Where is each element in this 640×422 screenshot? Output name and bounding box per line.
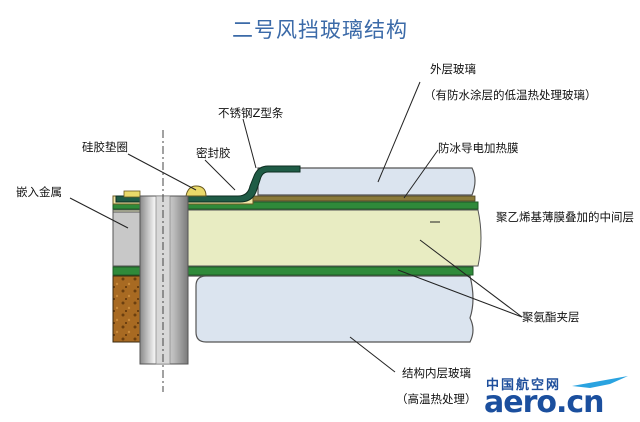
label-anti-ice-film: 防冰导电加热膜 bbox=[438, 141, 519, 155]
plane-icon bbox=[572, 376, 628, 388]
label-embedded-metal: 嵌入金属 bbox=[16, 185, 62, 199]
label-stainless-strip: 不锈钢Z型条 bbox=[218, 106, 284, 120]
inner-glass-layer bbox=[113, 275, 474, 343]
label-outer-glass-note: （有防水涂层的低温热处理玻璃） bbox=[424, 88, 597, 102]
stainless-z-strip bbox=[115, 165, 301, 203]
label-pu-interlayer: 聚氨酯夹层 bbox=[522, 310, 580, 324]
silicone-pad-shape bbox=[185, 185, 207, 197]
label-inner-glass: 结构内层玻璃 bbox=[402, 366, 471, 380]
logo-chinese: 中国航空网 bbox=[486, 378, 562, 393]
leader-lines bbox=[69, 81, 523, 373]
pvb-interlayer bbox=[112, 209, 482, 267]
pu-layer-lower bbox=[112, 266, 474, 276]
diagram-title: 二号风挡玻璃结构 bbox=[232, 18, 408, 42]
label-inner-glass-note: （高温热处理） bbox=[396, 392, 477, 406]
label-outer-glass: 外层玻璃 bbox=[430, 62, 476, 76]
label-pvb-interlayer: 聚乙烯基薄膜叠加的中间层 bbox=[496, 210, 634, 224]
label-silicone-pad: 硅胶垫圈 bbox=[82, 140, 128, 154]
anti-ice-film-layer bbox=[249, 195, 476, 202]
pu-layer-upper bbox=[112, 201, 479, 210]
logo-english: aero.cn bbox=[484, 385, 605, 420]
seal-bead bbox=[123, 190, 141, 198]
label-seal: 密封胶 bbox=[196, 146, 231, 160]
